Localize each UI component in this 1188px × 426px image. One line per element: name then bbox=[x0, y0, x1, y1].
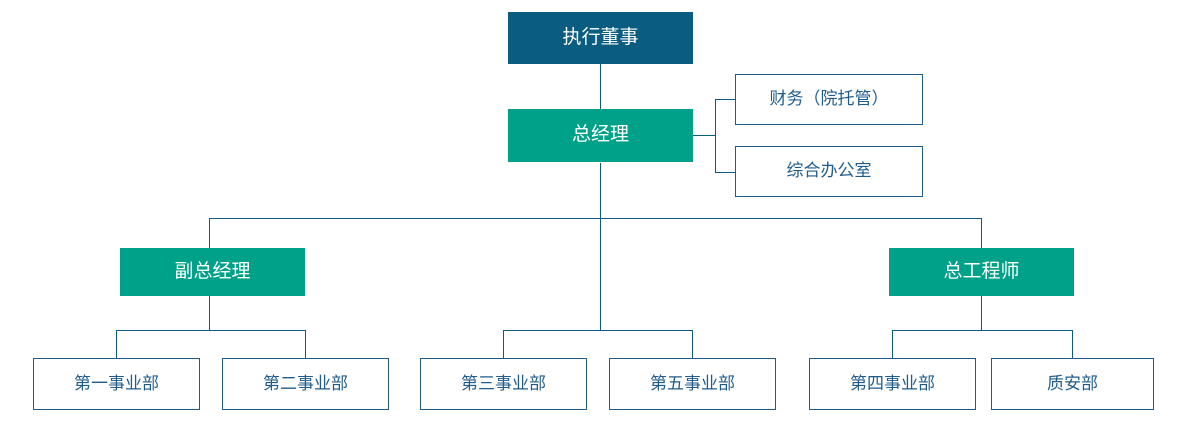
connector-left-bus-to-division-1 bbox=[116, 330, 117, 358]
node-executive-director[interactable]: 执行董事 bbox=[508, 12, 693, 64]
node-finance-label: 财务（院托管） bbox=[769, 89, 889, 109]
node-general-manager-label: 总经理 bbox=[571, 124, 629, 146]
connector-right-bus-to-quality-safety bbox=[1072, 330, 1073, 358]
connector-left-group-bus bbox=[116, 330, 306, 331]
connector-staff-to-finance bbox=[715, 99, 735, 100]
connector-gm-down-stem bbox=[600, 163, 601, 331]
node-chief-engineer-label: 总工程师 bbox=[943, 260, 1020, 282]
connector-deputy-gm-down-stem bbox=[209, 295, 210, 331]
node-deputy-general-manager-label: 副总经理 bbox=[174, 260, 251, 282]
connector-left-bus-to-division-2 bbox=[305, 330, 306, 358]
node-quality-safety[interactable]: 质安部 bbox=[991, 358, 1154, 410]
connector-bus-to-chief-engineer bbox=[981, 218, 982, 248]
node-executive-director-label: 执行董事 bbox=[562, 26, 639, 48]
connector-exec-to-gm bbox=[600, 63, 601, 109]
connector-chief-engineer-down-stem bbox=[981, 295, 982, 331]
node-division-1-label: 第一事业部 bbox=[74, 373, 159, 393]
node-division-4[interactable]: 第四事业部 bbox=[809, 358, 976, 410]
connector-main-bus bbox=[209, 218, 982, 219]
connector-right-bus-to-division-4 bbox=[892, 330, 893, 358]
connector-staff-to-office bbox=[715, 172, 735, 173]
node-general-office[interactable]: 综合办公室 bbox=[735, 146, 923, 197]
node-deputy-general-manager[interactable]: 副总经理 bbox=[120, 248, 305, 296]
node-division-2[interactable]: 第二事业部 bbox=[222, 358, 389, 410]
node-division-5-label: 第五事业部 bbox=[650, 373, 735, 393]
node-division-1[interactable]: 第一事业部 bbox=[33, 358, 200, 410]
connector-staff-spine bbox=[715, 99, 716, 172]
node-division-5[interactable]: 第五事业部 bbox=[609, 358, 776, 410]
node-chief-engineer[interactable]: 总工程师 bbox=[889, 248, 1074, 296]
connector-center-bus-to-division-3 bbox=[503, 330, 504, 358]
node-division-2-label: 第二事业部 bbox=[263, 373, 348, 393]
node-quality-safety-label: 质安部 bbox=[1047, 373, 1098, 393]
node-division-4-label: 第四事业部 bbox=[850, 373, 935, 393]
node-division-3-label: 第三事业部 bbox=[461, 373, 546, 393]
connector-center-bus-to-division-5 bbox=[692, 330, 693, 358]
connector-center-group-bus bbox=[503, 330, 693, 331]
connector-right-group-bus bbox=[892, 330, 1073, 331]
node-division-3[interactable]: 第三事业部 bbox=[420, 358, 587, 410]
node-finance[interactable]: 财务（院托管） bbox=[735, 74, 923, 125]
connector-gm-right-stub bbox=[693, 135, 715, 136]
connector-bus-to-deputy-gm bbox=[209, 218, 210, 248]
node-general-office-label: 综合办公室 bbox=[786, 161, 872, 181]
node-general-manager[interactable]: 总经理 bbox=[508, 109, 693, 162]
